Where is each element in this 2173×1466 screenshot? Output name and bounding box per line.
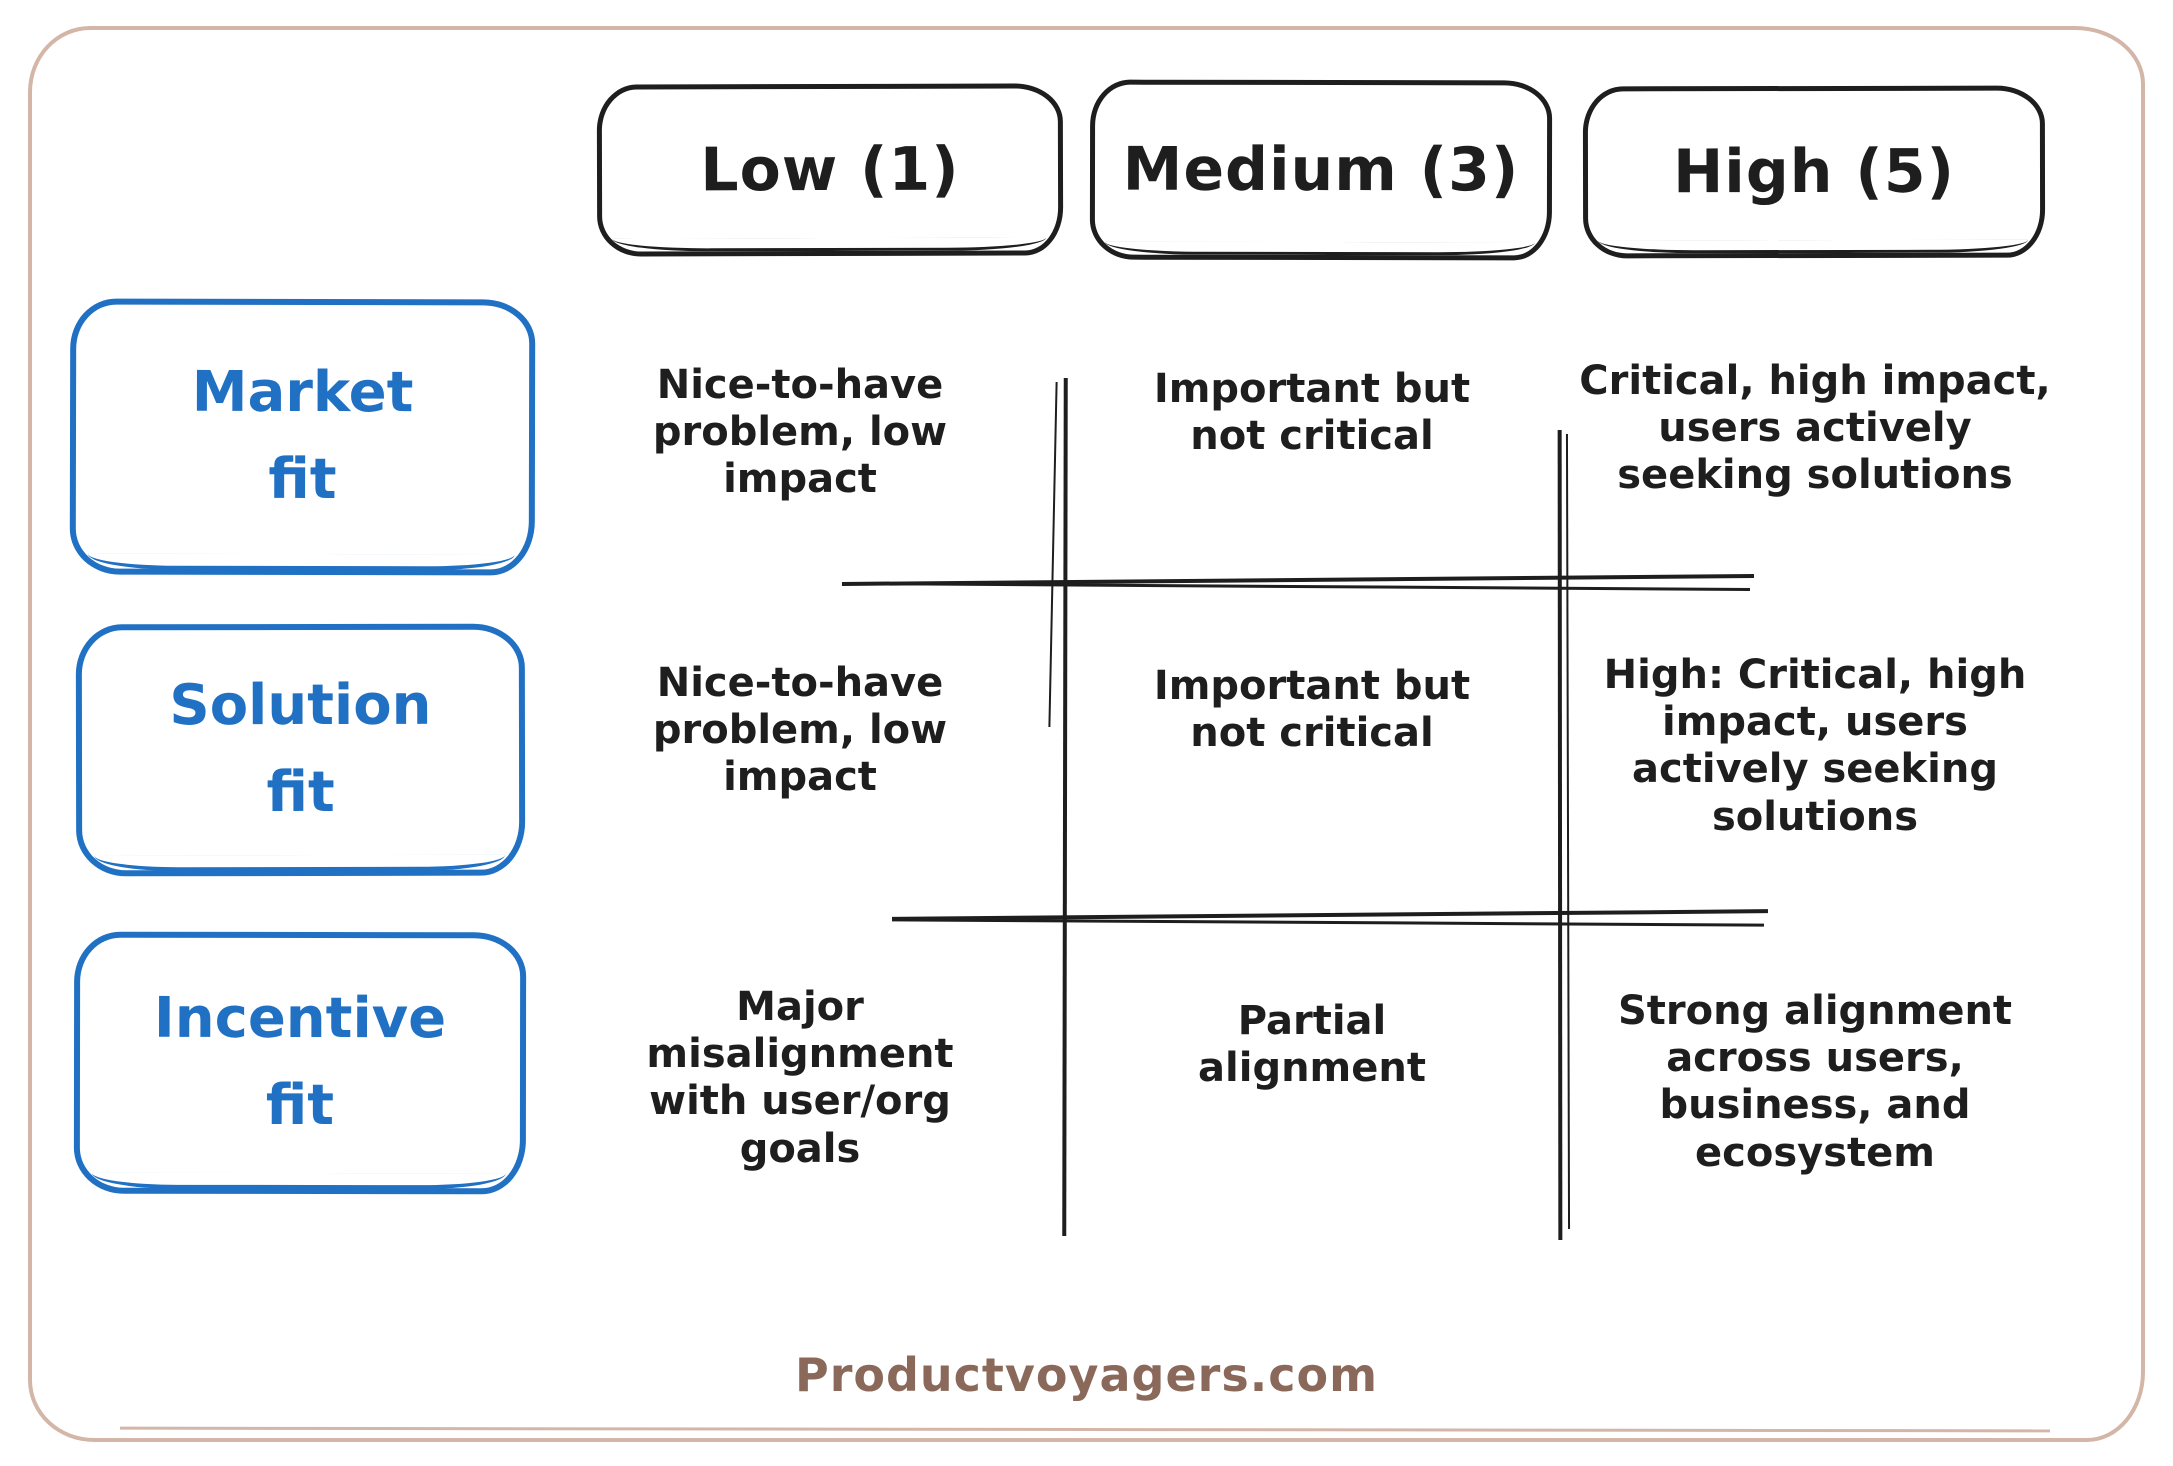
cell-market-medium: Important but not critical: [1153, 366, 1471, 460]
row-label-incentive-fit: Incentive fit: [73, 931, 527, 1195]
cell-market-low: Nice-to-have problem, low impact: [652, 362, 948, 503]
column-header-low-label: Low (1): [700, 134, 960, 206]
column-header-low: Low (1): [596, 83, 1064, 257]
footer-watermark: Productvoyagers.com: [794, 1348, 1379, 1402]
row-label-market-fit-text: Market fit: [191, 359, 414, 513]
cell-incentive-medium: Partial alignment: [1198, 998, 1426, 1092]
row-label-solution-fit: Solution fit: [75, 623, 526, 877]
row-label-solution-fit-text: Solution fit: [169, 672, 432, 826]
cell-incentive-high: Strong alignment across users, business,…: [1617, 988, 2013, 1176]
column-header-high: High (5): [1582, 85, 2046, 259]
cell-solution-low: Nice-to-have problem, low impact: [652, 660, 948, 801]
row-label-market-fit: Market fit: [69, 298, 536, 576]
column-header-medium-label: Medium (3): [1122, 134, 1520, 206]
row-label-incentive-fit-text: Incentive fit: [153, 985, 447, 1139]
outer-frame: [28, 26, 2145, 1442]
cell-solution-high: High: Critical, high impact, users activ…: [1603, 652, 2027, 840]
cell-incentive-low: Major misalignment with user/org goals: [646, 984, 954, 1172]
column-header-high-label: High (5): [1672, 136, 1956, 208]
column-header-medium: Medium (3): [1089, 79, 1553, 261]
cell-solution-medium: Important but not critical: [1153, 663, 1471, 757]
cell-market-high: Critical, high impact, users actively se…: [1579, 358, 2051, 499]
